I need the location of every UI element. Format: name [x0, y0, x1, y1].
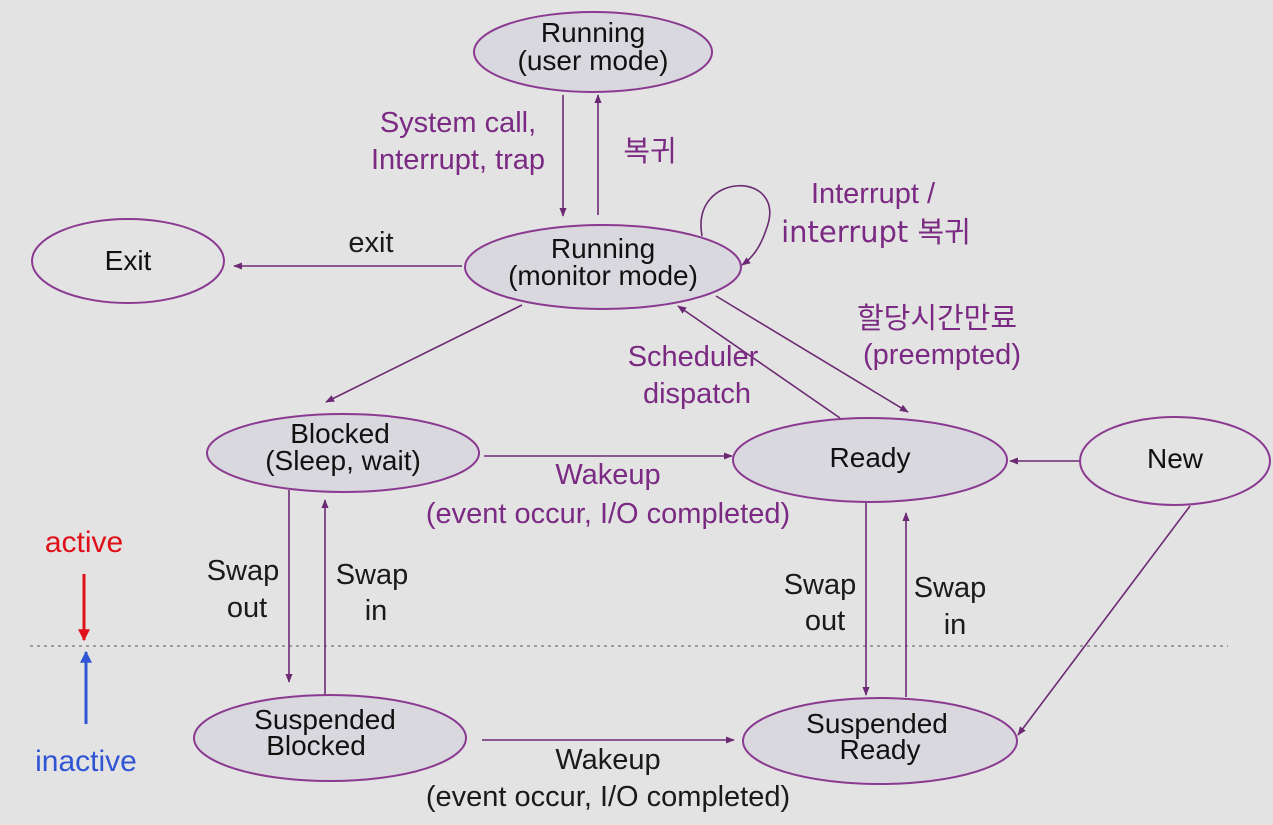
label-swap-out-right: Swap — [784, 569, 857, 601]
edge-interrupt-loop — [700, 184, 771, 266]
edge-dispatch — [677, 305, 841, 419]
state-label: Running — [551, 233, 655, 264]
label-syscall: Interrupt, trap — [371, 144, 545, 176]
state-label: Blocked — [266, 730, 366, 761]
label-syscall: System call, — [380, 107, 536, 139]
state-running-monitor: Running (monitor mode) — [464, 224, 742, 310]
state-label: Suspended — [806, 708, 948, 739]
label-wakeup-top: (event occur, I/O completed) — [426, 498, 790, 530]
legend: active inactive — [35, 526, 137, 778]
state-suspended-blocked: Suspended Blocked — [193, 694, 467, 782]
label-wakeup-bottom: (event occur, I/O completed) — [426, 781, 790, 813]
label-interrupt: Interrupt / — [811, 178, 936, 210]
label-swap-out-left: Swap — [207, 555, 280, 587]
label-exit: exit — [348, 227, 393, 259]
label-swap-out-left: out — [227, 592, 267, 624]
label-dispatch: dispatch — [643, 378, 751, 410]
state-label: Ready — [840, 734, 921, 765]
state-label: (Sleep, wait) — [265, 445, 421, 476]
label-dispatch: Scheduler — [628, 341, 759, 373]
label-preempted: 할당시간만료 — [857, 301, 1017, 335]
state-label: Ready — [830, 442, 911, 473]
label-swap-in-left: in — [365, 595, 388, 627]
label-preempted: (preempted) — [863, 339, 1021, 371]
legend-inactive-label: inactive — [35, 745, 137, 778]
state-label: Running — [541, 17, 645, 48]
state-label: (monitor mode) — [508, 260, 698, 291]
state-label: Suspended — [254, 704, 396, 735]
legend-active-label: active — [45, 526, 123, 559]
edge-new-to-suspended-ready — [1017, 505, 1191, 736]
edge-to-blocked — [325, 304, 523, 403]
label-interrupt: interrupt 복귀 — [781, 215, 971, 249]
state-label: Blocked — [290, 418, 390, 449]
label-wakeup-bottom: Wakeup — [555, 744, 660, 776]
state-ready: Ready — [732, 417, 1008, 503]
label-swap-in-right: Swap — [914, 572, 987, 604]
label-swap-out-right: out — [805, 605, 845, 637]
label-swap-in-right: in — [944, 609, 967, 641]
state-suspended-ready: Suspended Ready — [742, 697, 1018, 785]
state-new: New — [1079, 416, 1271, 506]
state-exit: Exit — [31, 218, 225, 304]
edge-preempted — [715, 295, 909, 413]
label-swap-in-left: Swap — [336, 559, 409, 591]
label-wakeup-top: Wakeup — [555, 459, 660, 491]
state-label: New — [1147, 443, 1204, 474]
state-label: (user mode) — [518, 45, 669, 76]
label-return: 복귀 — [623, 134, 676, 168]
state-blocked: Blocked (Sleep, wait) — [206, 413, 480, 493]
state-running-user: Running (user mode) — [473, 11, 713, 93]
state-label: Exit — [105, 245, 152, 276]
